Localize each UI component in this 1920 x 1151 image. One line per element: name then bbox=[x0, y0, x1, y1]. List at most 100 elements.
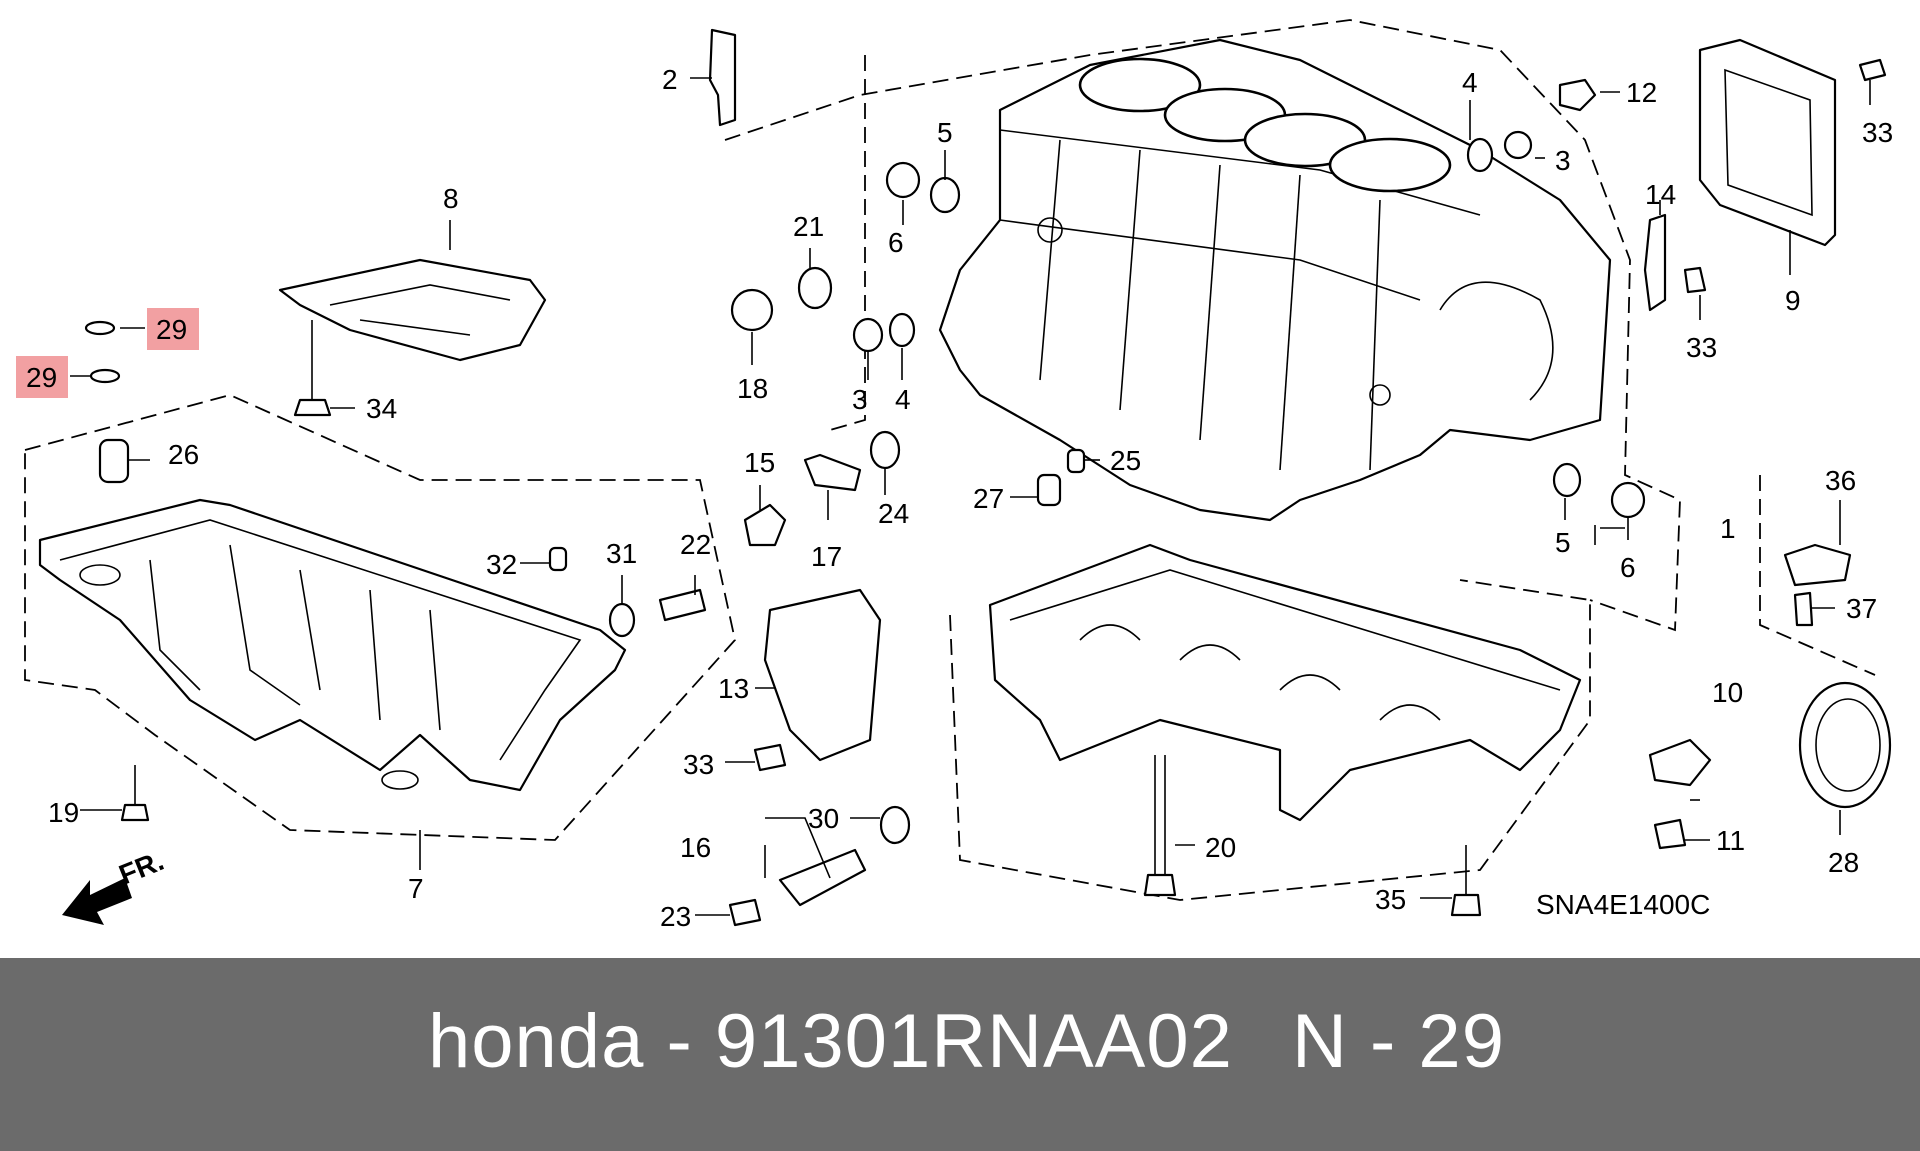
highlight-box-29-top bbox=[147, 308, 199, 350]
plug-part-12[interactable] bbox=[1558, 78, 1597, 112]
bolt-part-23[interactable] bbox=[728, 898, 762, 927]
callout-5-bottom[interactable]: 5 bbox=[1555, 527, 1571, 558]
callout-1[interactable]: 1 bbox=[1720, 513, 1736, 544]
washer-part-29-top[interactable] bbox=[84, 320, 116, 336]
callout-27[interactable]: 27 bbox=[973, 483, 1004, 514]
cover-part-13[interactable] bbox=[763, 588, 882, 762]
washer-part-5-bottom[interactable] bbox=[1552, 462, 1582, 498]
callout-16[interactable]: 16 bbox=[680, 832, 711, 863]
callout-18[interactable]: 18 bbox=[737, 373, 768, 404]
plug-part-3-top[interactable] bbox=[1503, 130, 1533, 160]
callout-33-top[interactable]: 33 bbox=[1862, 117, 1893, 148]
callout-37[interactable]: 37 bbox=[1846, 593, 1877, 624]
callout-4-left[interactable]: 4 bbox=[895, 384, 911, 415]
bracket-part-14[interactable] bbox=[1643, 213, 1667, 312]
callout-13[interactable]: 13 bbox=[718, 673, 749, 704]
bolt-part-19[interactable] bbox=[120, 803, 150, 822]
callout-19[interactable]: 19 bbox=[48, 797, 79, 828]
caption-bar: honda - 91301RNAA02 N - 29 bbox=[0, 958, 1920, 1151]
callout-9[interactable]: 9 bbox=[1785, 285, 1801, 316]
washer-part-21[interactable] bbox=[797, 266, 833, 310]
lower-block-bedplate[interactable] bbox=[988, 543, 1582, 822]
callout-26[interactable]: 26 bbox=[168, 439, 199, 470]
callout-6-top[interactable]: 6 bbox=[888, 227, 904, 258]
callout-8[interactable]: 8 bbox=[443, 183, 459, 214]
callout-11[interactable]: 11 bbox=[1716, 825, 1745, 856]
callout-29-top[interactable]: 29 bbox=[156, 314, 187, 345]
engine-block-exploded-diagram: FR. SNA4E1400C 1 2 3 3 4 4 24 5 5 6 6 7 … bbox=[16, 19, 1893, 932]
oring-part-30[interactable] bbox=[879, 805, 911, 845]
oil-pan[interactable] bbox=[38, 498, 627, 792]
bolt-part-11[interactable] bbox=[1653, 818, 1687, 850]
callout-3-left[interactable]: 3 bbox=[852, 384, 868, 415]
callout-15[interactable]: 15 bbox=[744, 447, 775, 478]
plug-part-18[interactable] bbox=[730, 288, 774, 332]
bolt-part-33-top[interactable] bbox=[1858, 58, 1887, 82]
callout-36[interactable]: 36 bbox=[1825, 465, 1856, 496]
callout-3-top[interactable]: 3 bbox=[1555, 145, 1571, 176]
sensor-part-16[interactable] bbox=[778, 848, 867, 907]
callout-14[interactable]: 14 bbox=[1645, 179, 1676, 210]
plug-part-6-top[interactable] bbox=[885, 161, 921, 199]
callout-33-right[interactable]: 33 bbox=[1686, 332, 1717, 363]
callout-12[interactable]: 12 bbox=[1626, 77, 1657, 108]
cylinder-block[interactable] bbox=[938, 38, 1612, 522]
washer-part-5-top[interactable] bbox=[929, 176, 961, 214]
dowel-part-26[interactable] bbox=[98, 438, 130, 484]
bolt-part-20[interactable] bbox=[1143, 873, 1177, 897]
washer-part-4-top[interactable] bbox=[1466, 137, 1494, 173]
diagram-code: SNA4E1400C bbox=[1536, 889, 1710, 920]
dowel-part-32[interactable] bbox=[548, 546, 568, 572]
sensor-part-15[interactable] bbox=[743, 503, 787, 547]
callout-31[interactable]: 31 bbox=[606, 538, 637, 569]
bracket-part-2[interactable] bbox=[708, 28, 737, 127]
plug-part-3-left[interactable] bbox=[852, 317, 884, 353]
leader-lines bbox=[70, 77, 1871, 916]
small-parts bbox=[84, 28, 1887, 927]
dowel-part-27[interactable] bbox=[1036, 473, 1062, 507]
callout-35[interactable]: 35 bbox=[1375, 884, 1406, 915]
callout-17[interactable]: 17 bbox=[811, 541, 842, 572]
callout-29-bottom[interactable]: 29 bbox=[26, 362, 57, 393]
washer-part-4-left[interactable] bbox=[888, 312, 916, 348]
callout-10[interactable]: 10 bbox=[1712, 677, 1743, 708]
bolt-part-33-left[interactable] bbox=[753, 743, 787, 772]
group-boundaries bbox=[24, 19, 1876, 901]
callout-23[interactable]: 23 bbox=[660, 901, 691, 932]
callout-21[interactable]: 21 bbox=[793, 211, 824, 242]
dowel-part-25[interactable] bbox=[1066, 448, 1086, 474]
washer-part-29-bottom[interactable] bbox=[89, 368, 121, 384]
callout-28[interactable]: 28 bbox=[1828, 847, 1859, 878]
bolt-part-17[interactable] bbox=[803, 453, 862, 492]
side-cover-plate[interactable] bbox=[1698, 38, 1837, 247]
part-number-caption: honda - 91301RNAA02 bbox=[428, 999, 1233, 1084]
bolt-part-34[interactable] bbox=[293, 398, 332, 417]
front-marker-text: FR. bbox=[115, 845, 168, 891]
washer-part-24[interactable] bbox=[869, 430, 901, 470]
bolt-part-35[interactable] bbox=[1450, 893, 1482, 917]
washer-part-31[interactable] bbox=[608, 602, 636, 638]
callout-33-left[interactable]: 33 bbox=[683, 749, 714, 780]
callout-30[interactable]: 30 bbox=[808, 803, 839, 834]
bolt-part-33-right[interactable] bbox=[1683, 266, 1707, 294]
callout-20[interactable]: 20 bbox=[1205, 832, 1236, 863]
callout-34[interactable]: 34 bbox=[366, 393, 397, 424]
highlight-box-29-bottom bbox=[16, 356, 68, 398]
callout-6-bottom[interactable]: 6 bbox=[1620, 552, 1636, 583]
sensor-part-10[interactable] bbox=[1648, 738, 1712, 787]
callout-7[interactable]: 7 bbox=[408, 873, 424, 904]
callout-5-top[interactable]: 5 bbox=[937, 117, 953, 148]
callout-24[interactable]: 24 bbox=[878, 498, 909, 529]
baffle-plate[interactable] bbox=[278, 258, 547, 362]
harness-part-36[interactable] bbox=[1783, 543, 1852, 587]
callout-32[interactable]: 32 bbox=[486, 549, 517, 580]
plug-part-6-bottom[interactable] bbox=[1610, 481, 1646, 519]
callout-25[interactable]: 25 bbox=[1110, 445, 1141, 476]
bolt-part-37[interactable] bbox=[1793, 591, 1814, 627]
callout-4-top[interactable]: 4 bbox=[1462, 67, 1478, 98]
callout-22[interactable]: 22 bbox=[680, 529, 711, 560]
callout-2[interactable]: 2 bbox=[662, 64, 678, 95]
plug-part-22[interactable] bbox=[658, 588, 707, 622]
oil-seal[interactable] bbox=[1798, 681, 1892, 809]
